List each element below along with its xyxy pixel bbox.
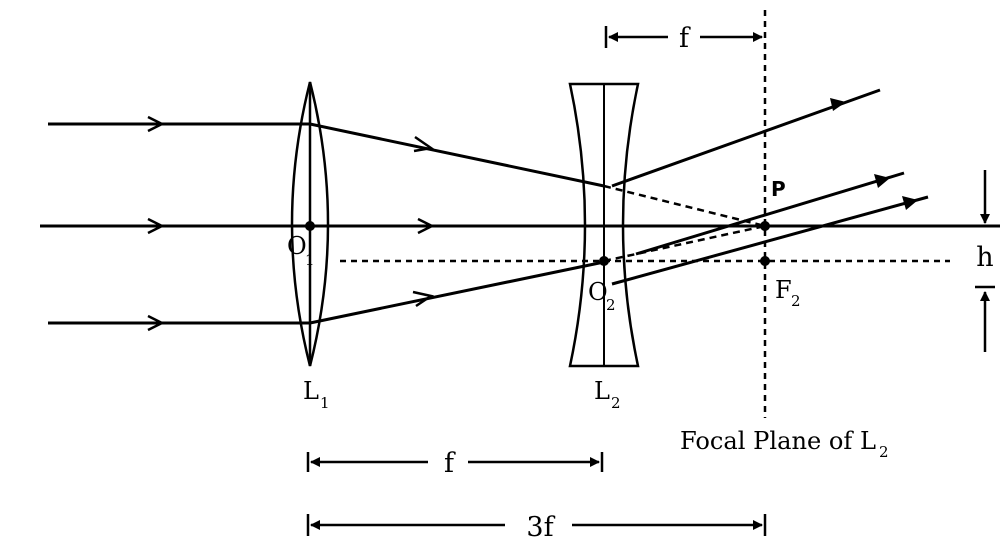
point-o1 xyxy=(305,221,315,231)
point-o2 xyxy=(599,256,609,266)
label-focal-plane-sub: 2 xyxy=(879,443,889,461)
label-f2-sub: 2 xyxy=(791,292,801,310)
arrowhead-middle xyxy=(874,174,890,188)
virtual-extension-top xyxy=(603,184,766,228)
arrow-incoming-top xyxy=(147,115,165,133)
arrow-converging-bottom xyxy=(412,290,435,308)
label-f2: F xyxy=(775,276,792,304)
label-o1: O xyxy=(287,232,307,260)
arrow-axis-2 xyxy=(417,217,435,235)
label-o1-sub: 1 xyxy=(305,251,315,269)
label-dist-mid: f xyxy=(444,448,456,479)
label-p: P xyxy=(771,177,786,201)
label-l1-sub: 1 xyxy=(320,394,330,412)
point-p xyxy=(760,221,770,231)
ray-l1-to-l2-top xyxy=(309,122,605,188)
label-o2-sub: 2 xyxy=(606,296,616,314)
label-dist-bottom: 3f xyxy=(526,512,555,543)
arrowhead-top xyxy=(830,98,846,111)
arrowhead-bottom xyxy=(902,196,918,210)
label-h: h xyxy=(976,242,993,273)
label-l1: L xyxy=(303,377,319,405)
arrow-converging-top xyxy=(413,135,435,153)
point-f2 xyxy=(760,256,770,266)
label-l2-sub: 2 xyxy=(611,394,621,412)
label-l2: L xyxy=(594,377,610,405)
ray-l1-to-l2-bottom xyxy=(309,260,605,325)
virtual-extension-bottom xyxy=(603,224,766,263)
arrow-axis xyxy=(147,217,165,235)
arrow-incoming-bottom xyxy=(147,314,165,332)
label-dist-top: f xyxy=(679,23,691,54)
emergent-ray-middle xyxy=(635,171,905,256)
label-focal-plane: Focal Plane of L xyxy=(680,427,876,455)
concave-lens-l2 xyxy=(568,82,640,368)
label-o2: O xyxy=(588,278,608,306)
emergent-ray-bottom xyxy=(611,195,929,286)
